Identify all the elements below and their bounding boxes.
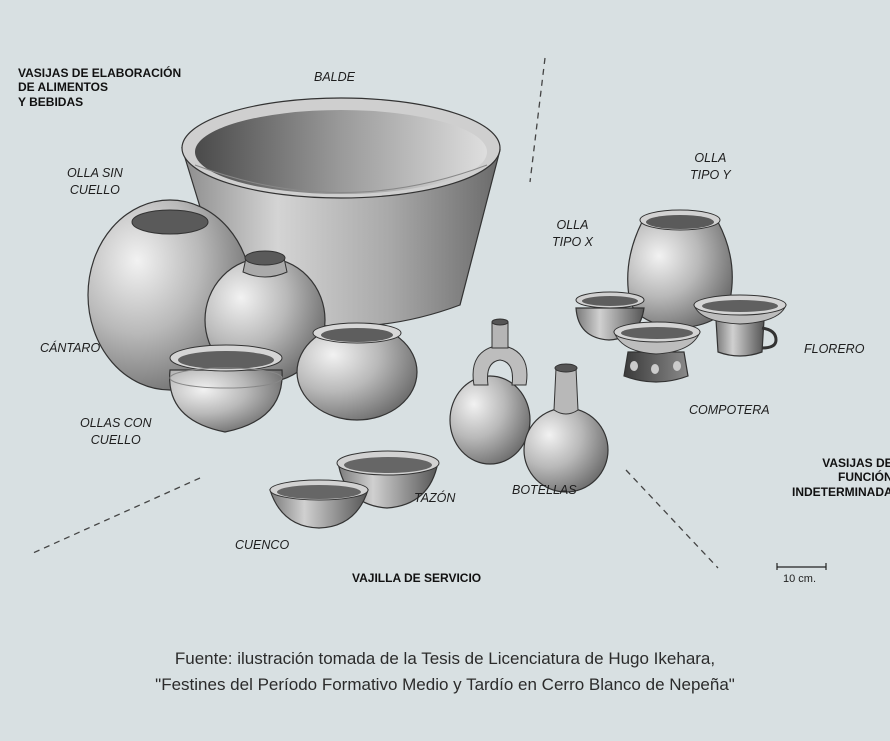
vessel-illustration: [32, 57, 827, 570]
label-cantaro: CÁNTARO: [40, 341, 101, 355]
label-tazon: TAZÓN: [414, 491, 456, 505]
illustration-panel: [6, 6, 884, 601]
scale-bar: [776, 563, 827, 570]
label-balde: BALDE: [314, 70, 355, 84]
category-serving-vessels: VAJILLA DE SERVICIO: [352, 571, 482, 585]
label-cuenco: CUENCO: [235, 538, 290, 552]
figure-caption: Fuente: ilustración tomada de la Tesis d…: [0, 646, 890, 697]
label-olla-tipo-x: OLLA TIPO X: [552, 218, 593, 249]
botella-asa-estribo-vessel: [449, 318, 531, 465]
label-olla-sin-cuello: OLLA SIN CUELLO: [67, 166, 123, 197]
scale-label: 10 cm.: [783, 573, 817, 585]
label-compotera: COMPOTERA: [689, 403, 770, 417]
caption-line-1: Fuente: ilustración tomada de la Tesis d…: [174, 649, 716, 668]
caption-line-2: "Festines del Período Formativo Medio y …: [155, 674, 735, 694]
label-florero: FLORERO: [804, 342, 865, 356]
label-botellas: BOTELLAS: [512, 483, 577, 497]
florero-vessel: [693, 294, 787, 357]
label-ollas-con-cuello: OLLAS CON CUELLO: [80, 416, 152, 447]
cuenco-vessel: [269, 479, 369, 529]
category-undetermined-vessels: VASIJAS DE FUNCIÓN INDETERMINADA: [792, 456, 890, 499]
compotera-vessel: [613, 321, 701, 383]
category-food-vessels: VASIJAS DE ELABORACIÓN DE ALIMENTOS Y BE…: [18, 66, 182, 109]
divider-lines: [32, 57, 719, 569]
label-olla-tipo-y: OLLA TIPO Y: [690, 151, 731, 182]
botella-cuello-largo-vessel: [523, 363, 609, 493]
olla-redonda-vessel: [296, 322, 418, 421]
ollas-con-cuello-vessel: [169, 344, 283, 433]
